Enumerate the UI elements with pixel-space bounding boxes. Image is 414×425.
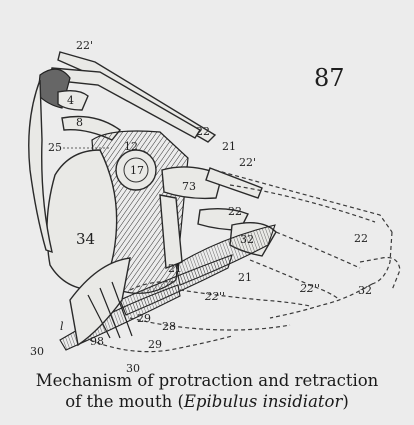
- label-28: 28: [162, 320, 176, 333]
- label-22-double-prime-a: 22'': [299, 282, 320, 295]
- caption-species: Epibulus insidiator: [184, 392, 342, 411]
- caption-line-1: Mechanism of protraction and retraction: [0, 370, 414, 391]
- label-22-b: 22: [228, 205, 242, 218]
- label-22-double-prime-b: 22'': [204, 290, 225, 303]
- figure-number: 87: [314, 64, 345, 92]
- label-30-a: 30: [30, 345, 44, 358]
- label-29-b: 29: [148, 338, 162, 351]
- label-22-prime-mid: 22': [239, 156, 256, 169]
- label-22-c: 22: [354, 232, 368, 245]
- skull-drawing: [29, 52, 276, 350]
- label-22-prime-top: 22': [76, 39, 93, 52]
- label-12: 12: [124, 140, 138, 153]
- label-l: l: [60, 320, 64, 333]
- label-22-a: 22: [196, 125, 210, 138]
- label-21-a: 21: [222, 140, 236, 153]
- caption-prefix: of the mouth (: [65, 392, 184, 411]
- label-73: 73: [182, 180, 196, 193]
- label-8: 8: [76, 116, 83, 129]
- figure-caption: Mechanism of protraction and retraction …: [0, 370, 414, 412]
- label-98: 98: [90, 335, 104, 348]
- label-21-c: 21: [238, 271, 252, 284]
- label-17: 17: [130, 164, 144, 177]
- caption-suffix: ): [342, 392, 348, 411]
- label-34: 34: [76, 230, 95, 248]
- label-21-b: 21: [168, 262, 182, 275]
- label-4: 4: [67, 94, 74, 107]
- caption-line-2: of the mouth (Epibulus insidiator): [0, 391, 414, 412]
- label-25: 25: [48, 141, 62, 154]
- label-32-b: 32: [358, 284, 372, 297]
- label-29-a: 29: [137, 312, 151, 325]
- label-32-a: 32: [240, 233, 254, 246]
